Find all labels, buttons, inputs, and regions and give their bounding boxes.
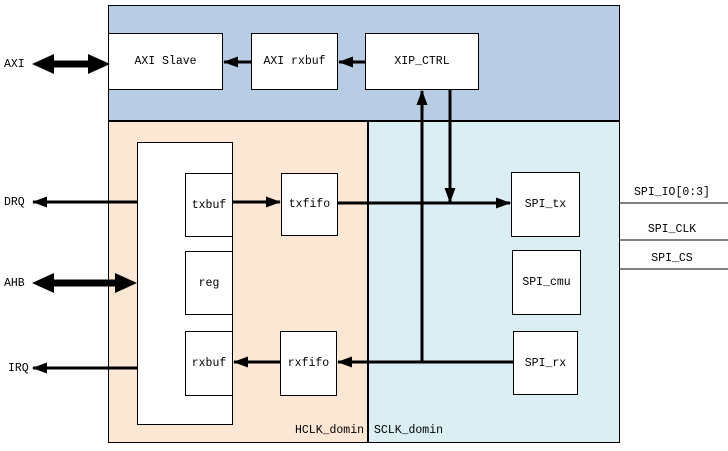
- reg-label: reg: [198, 276, 220, 290]
- axi-slave-label: AXI Slave: [134, 55, 197, 68]
- port-irq-label: IRQ: [8, 362, 29, 375]
- xip-ctrl-label: XIP_CTRL: [394, 55, 450, 68]
- txbuf-label: txbuf: [191, 198, 227, 212]
- rxfifo-label: rxfifo: [287, 357, 330, 370]
- port-ahb-label: AHB: [4, 277, 25, 290]
- axi-rxbuf-label: AXI rxbuf: [263, 55, 326, 68]
- spi-cmu-label: SPI_cmu: [522, 276, 571, 289]
- rxfifo-block: rxfifo: [280, 331, 337, 396]
- xip-ctrl-block: XIP_CTRL: [365, 33, 479, 90]
- port-spi-io-label: SPI_IO[0:3]: [634, 186, 710, 199]
- spi-tx-label: SPI_tx: [524, 198, 567, 211]
- port-spi-cs-label: SPI_CS: [651, 252, 693, 265]
- port-axi-label: AXI: [4, 58, 25, 71]
- reg-block: reg: [185, 251, 233, 315]
- axi-bidir-arrow: [32, 54, 110, 74]
- spi-cmu-block: SPI_cmu: [512, 250, 581, 315]
- spi-rx-label: SPI_rx: [524, 356, 567, 370]
- txfifo-label: txfifo: [288, 198, 331, 211]
- spi-tx-block: SPI_tx: [511, 172, 580, 237]
- sclk-domain-region: SCLK_domin: [368, 121, 620, 443]
- rxbuf-block: rxbuf: [185, 331, 233, 396]
- spi-rx-block: SPI_rx: [513, 331, 578, 395]
- txbuf-block: txbuf: [185, 173, 233, 237]
- sclk-domain-label: SCLK_domin: [374, 424, 444, 437]
- port-spi-clk-label: SPI_CLK: [647, 223, 697, 236]
- rxbuf-label: rxbuf: [191, 357, 227, 370]
- axi-rxbuf-block: AXI rxbuf: [251, 33, 338, 90]
- port-drq-label: DRQ: [4, 196, 25, 209]
- hclk-domain-label: HCLK_domin: [294, 424, 364, 437]
- axi-slave-block: AXI Slave: [108, 33, 223, 90]
- txfifo-block: txfifo: [281, 173, 338, 236]
